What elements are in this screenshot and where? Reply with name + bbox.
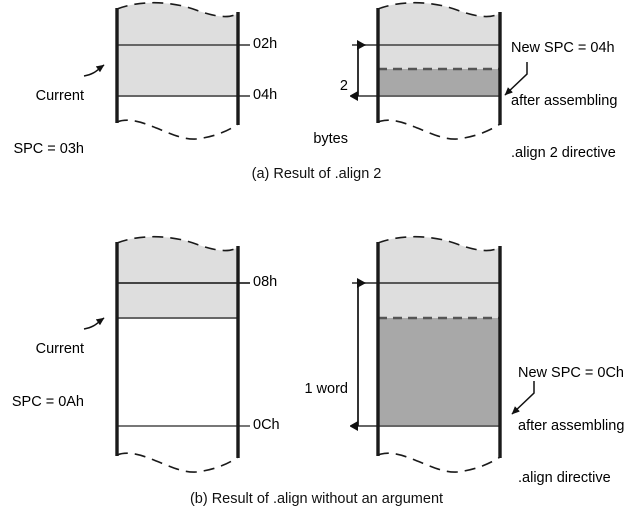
pad-fill-region [378, 318, 500, 426]
new-spc-annotation-b-line3: .align directive [518, 470, 611, 486]
current-spc-label-a: Current SPC = 03h [0, 53, 84, 193]
dimension-label-2-bytes-line1: 2 [339, 78, 348, 94]
caption-panel-b: (b) Result of .align without an argument [189, 491, 444, 507]
pad-fill-region [378, 69, 500, 96]
dimension-label-2-bytes-line2: bytes [313, 130, 348, 147]
new-spc-annotation-b: New SPC = 0Ch after assembling .align di… [518, 330, 624, 523]
dimension-label-1-word: 1 word [268, 346, 348, 434]
current-spc-label-b-line2: SPC = 0Ah [11, 393, 84, 410]
new-spc-leader-b [511, 381, 535, 415]
address-label-0Ch: 0Ch [253, 417, 280, 433]
new-spc-annotation-a-line1: New SPC = 04h [511, 40, 615, 56]
bottom-break-wave [377, 119, 501, 140]
current-spc-label-b-line1: Current [35, 341, 84, 357]
new-spc-annotation-a-line3: .align 2 directive [511, 145, 616, 161]
caption-panel-a: (a) Result of .align 2 [251, 166, 382, 182]
current-spc-label-a-line1: Current [35, 88, 84, 104]
bottom-break-wave [116, 452, 239, 473]
panel-a-after-bar [352, 1, 502, 140]
address-label-02h: 02h [253, 36, 278, 52]
dimension-label-2-bytes: 2 bytes [272, 43, 348, 183]
new-spc-annotation-b-line2: after assembling [518, 417, 625, 434]
bottom-break-wave [377, 452, 501, 473]
new-spc-annotation-a: New SPC = 04h after assembling .align 2 … [511, 5, 617, 198]
address-label-04h: 04h [253, 87, 278, 103]
bottom-break-wave [116, 119, 239, 140]
top-break-wave [116, 235, 239, 252]
address-label-08h: 08h [253, 274, 278, 290]
top-break-wave [377, 1, 501, 18]
panel-b-after-bar [352, 235, 502, 473]
new-spc-annotation-b-line1: New SPC = 0Ch [518, 365, 624, 381]
new-spc-leader-a [504, 62, 528, 96]
top-break-wave [377, 235, 501, 252]
dimension-label-1-word-line1: 1 word [304, 381, 348, 397]
panel-b-before-bar [115, 235, 250, 473]
current-spc-pointer-b [83, 317, 105, 330]
panel-a-before-bar [115, 1, 250, 140]
current-spc-label-a-line2: SPC = 03h [13, 140, 84, 157]
top-break-wave [116, 1, 239, 18]
current-spc-pointer-a [83, 64, 105, 77]
current-spc-label-b: Current SPC = 0Ah [0, 306, 84, 446]
new-spc-annotation-a-line2: after assembling [511, 92, 618, 109]
